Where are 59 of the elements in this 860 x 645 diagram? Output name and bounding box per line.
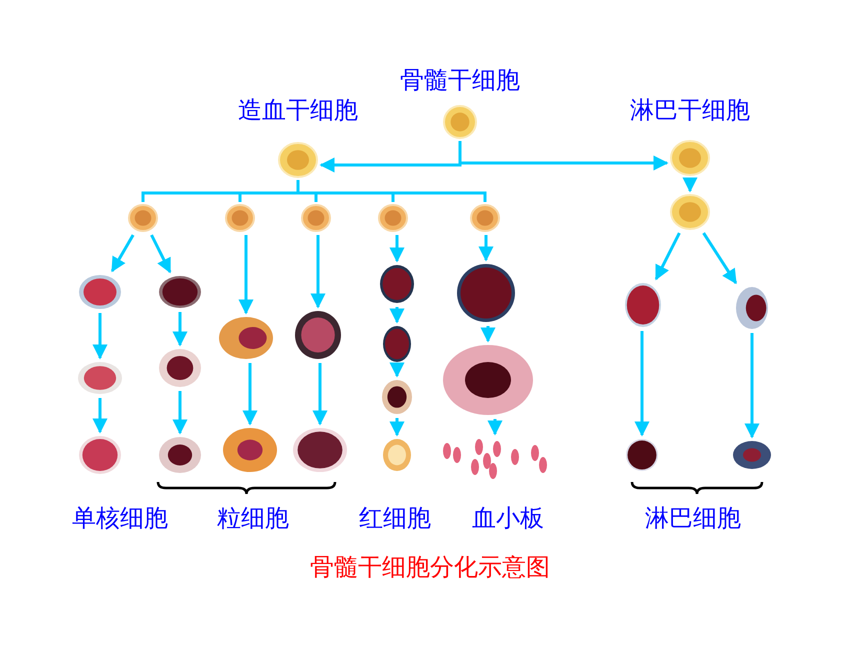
cell-drawing: [158, 275, 202, 309]
cell-drawing: [735, 286, 769, 330]
arrow: [390, 235, 404, 262]
cell-drawing: [292, 427, 348, 473]
cell-drawing: [456, 263, 516, 323]
arrow: [172, 391, 188, 434]
cell-drawing: [442, 344, 534, 416]
cell-drawing: [222, 427, 278, 473]
arrow: [310, 235, 326, 308]
cell-drawing: [378, 204, 408, 232]
arrow: [478, 235, 494, 262]
cell-drawing: [218, 316, 274, 360]
arrow: [312, 363, 328, 426]
cell-drawing: [670, 194, 710, 230]
cell-drawing: [625, 438, 659, 472]
arrow: [390, 418, 404, 436]
connector-line: [296, 180, 486, 202]
arrow: [92, 313, 108, 360]
cell-drawing: [77, 361, 123, 395]
arrow: [238, 235, 254, 314]
arrow: [488, 419, 502, 436]
cell-name: 淋巴干细胞: [629, 95, 751, 125]
cell-drawing: [382, 438, 412, 472]
cell-drawing: [158, 436, 202, 474]
cell-drawing: [158, 348, 202, 388]
arrow: [242, 363, 258, 426]
cell-drawing: [379, 264, 415, 304]
arrow: [654, 232, 681, 280]
arrow: [172, 312, 188, 346]
cell-drawing: [128, 204, 158, 232]
cell-drawing: [294, 310, 342, 360]
cell-type-label: 红细胞: [359, 503, 431, 533]
arrow: [390, 307, 404, 324]
arrow: [702, 232, 738, 284]
cell-name: 造血干细胞: [237, 95, 359, 125]
cell-drawing: [78, 435, 122, 475]
arrow: [92, 398, 108, 434]
cell-drawing: [732, 440, 772, 470]
arrow: [458, 141, 668, 170]
cell-type-label: 单核细胞: [72, 503, 168, 533]
cell-drawing: [301, 204, 331, 232]
cell-drawing: [225, 204, 255, 232]
cell-drawing: [382, 325, 412, 363]
cell-drawing: [78, 274, 122, 310]
cell-drawing: [381, 379, 413, 415]
arrow: [682, 178, 698, 192]
cell-name: 骨髓干细胞: [399, 65, 521, 95]
cell-type-label: 淋巴细胞: [645, 503, 741, 533]
cell-type-label: 粒细胞: [217, 503, 289, 533]
caption: 骨髓干细胞分化示意图: [310, 552, 550, 582]
cell-type-label: 血小板: [472, 503, 544, 533]
arrow: [150, 234, 172, 274]
arrow: [110, 234, 134, 272]
arrow: [744, 333, 760, 438]
cell-drawing: [624, 282, 662, 328]
arrow: [634, 331, 650, 436]
arrow: [390, 362, 404, 378]
arrow: [480, 326, 496, 342]
cell-drawing: [470, 204, 500, 232]
